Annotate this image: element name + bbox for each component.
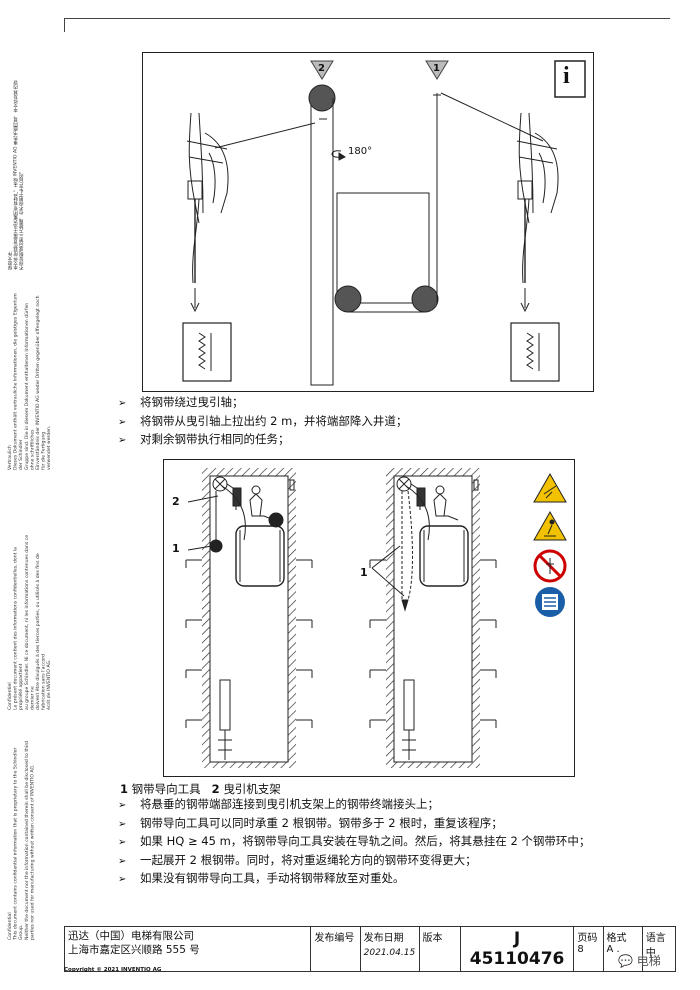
chat-bubble-icon: 💬 [618, 954, 633, 968]
list-item: ➢如果没有钢带导向工具，手动将钢带释放至对重处。 [118, 870, 590, 889]
info-icon: i [563, 63, 570, 89]
instructions-list-2: ➢将悬垂的钢带端部连接到曳引机支架上的钢带终端接头上； ➢钢带导向工具可以同时承… [118, 796, 590, 889]
legend-num-1: 1 [120, 782, 129, 796]
callout-1-label: 1 [433, 63, 440, 74]
legend-text-2: 曳引机支架 [223, 782, 281, 796]
right-tool-detail [510, 112, 560, 382]
traction-column [310, 94, 334, 386]
page-cell: 页码 8 [573, 926, 604, 972]
legal-text-chinese: 保密文件 本文件所载信息属于迅达集团专有财产。未经 INVENTIO AG 事先… [8, 80, 25, 270]
date-cell: 发布日期 2021.04.15 [359, 926, 420, 972]
legal-text-english: Confidential This document contains conf… [8, 740, 36, 940]
rotation-label: 180° [348, 146, 373, 157]
arrow-bullet-icon: ➢ [118, 800, 127, 811]
label-belt-guide-tool: 1 [172, 542, 180, 555]
format-cell: 格式 A . [602, 926, 643, 972]
arrow-bullet-icon: ➢ [118, 837, 127, 848]
mandatory-sign [535, 587, 565, 617]
warning-sign-hazard [533, 472, 567, 503]
car-sheave-right [411, 285, 439, 313]
left-shaft [185, 468, 313, 768]
header-tick [64, 18, 65, 32]
format-value: A . [606, 944, 620, 955]
figure-belt-routing-drawing [182, 60, 586, 386]
figure-legend: 1 钢带导向工具 2 曳引机支架 [120, 781, 281, 797]
watermark: 💬 电梯 [618, 952, 661, 969]
list-item: ➢如果 HQ ≥ 45 m，将钢带导向工具安装在导轨之间。然后，将其悬挂在 2 … [118, 833, 590, 852]
company-name: 迅达（中国）电梯有限公司 [68, 930, 194, 942]
doc-number: J 45110476 [459, 926, 575, 972]
language-label: 语言 [645, 933, 666, 944]
info-box [554, 60, 586, 98]
arrow-bullet-icon: ➢ [118, 416, 127, 428]
list-item: ➢一起展开 2 根钢带。同时，将对重返绳轮方向的钢带环变得更大； [118, 852, 590, 871]
page-label: 页码 [577, 933, 598, 944]
legend-text-1: 钢带导向工具 [131, 782, 201, 796]
figure-belt-routing: 2 1 180° i [142, 52, 594, 392]
legal-text-french: Confidentiel Le présent document contien… [8, 534, 53, 710]
arrow-bullet-icon: ➢ [118, 435, 127, 446]
list-item: ➢钢带导向工具可以同时承重 2 根钢带。钢带多于 2 根时，重复该程序； [118, 815, 590, 834]
format-label: 格式 [606, 933, 627, 944]
language-value: 中 [645, 948, 656, 959]
date-value: 2021.04.15 [363, 948, 416, 958]
copyright-text: Copyright © 2021 INVENTIO AG [64, 967, 162, 973]
legal-text-german: Vertraulich Dieses Dokument enthält vert… [8, 293, 53, 470]
company-address: 上海市嘉定区兴顺路 555 号 [68, 944, 200, 956]
company-cell: 迅达（中国）电梯有限公司 上海市嘉定区兴顺路 555 号 [63, 926, 312, 972]
list-item: ➢对剩余钢带执行相同的任务； [118, 431, 407, 450]
figure-belt-guide-tool: 2 1 1 [163, 459, 575, 777]
callout-2-label: 2 [318, 63, 325, 74]
label-machine-support: 2 [172, 495, 180, 508]
warning-sign-falling [533, 510, 567, 541]
arrow-bullet-icon: ➢ [118, 874, 127, 885]
date-label: 发布日期 [363, 933, 404, 944]
arrow-bullet-icon: ➢ [118, 818, 127, 830]
callout-triangle-2 [310, 60, 334, 80]
arrow-bullet-icon: ➢ [118, 855, 127, 867]
arrow-bullet-icon: ➢ [118, 398, 127, 409]
list-item: ➢将钢带从曳引轴上拉出约 2 m，并将端部降入井道； [118, 413, 407, 432]
header-rule [64, 18, 670, 19]
doc-no-label: 发布编号 [310, 926, 361, 972]
title-block: 迅达（中国）电梯有限公司 上海市嘉定区兴顺路 555 号 发布编号 发布日期 2… [63, 926, 677, 972]
traction-sheave [308, 84, 336, 112]
callout-triangle-1 [425, 60, 449, 80]
left-tool-detail [182, 112, 232, 382]
label-belt-guide-tool-right: 1 [360, 566, 368, 579]
list-item: ➢将悬垂的钢带端部连接到曳引机支架上的钢带终端接头上； [118, 796, 590, 815]
figure-belt-guide-tool-drawing [185, 468, 567, 768]
legend-num-2: 2 [211, 782, 220, 796]
language-cell: 语言 中 [641, 926, 677, 972]
prohibition-sign [533, 549, 567, 583]
car-sheave-left [334, 285, 362, 313]
right-shaft [369, 468, 497, 768]
instructions-list-1: ➢将钢带绕过曳引轴； ➢将钢带从曳引轴上拉出约 2 m，并将端部降入井道； ➢对… [118, 394, 407, 450]
version-label: 版本 [418, 926, 461, 972]
watermark-text: 电梯 [636, 954, 661, 968]
page-value: 8 [577, 944, 584, 955]
list-item: ➢将钢带绕过曳引轴； [118, 394, 407, 413]
car-outline [336, 192, 430, 304]
